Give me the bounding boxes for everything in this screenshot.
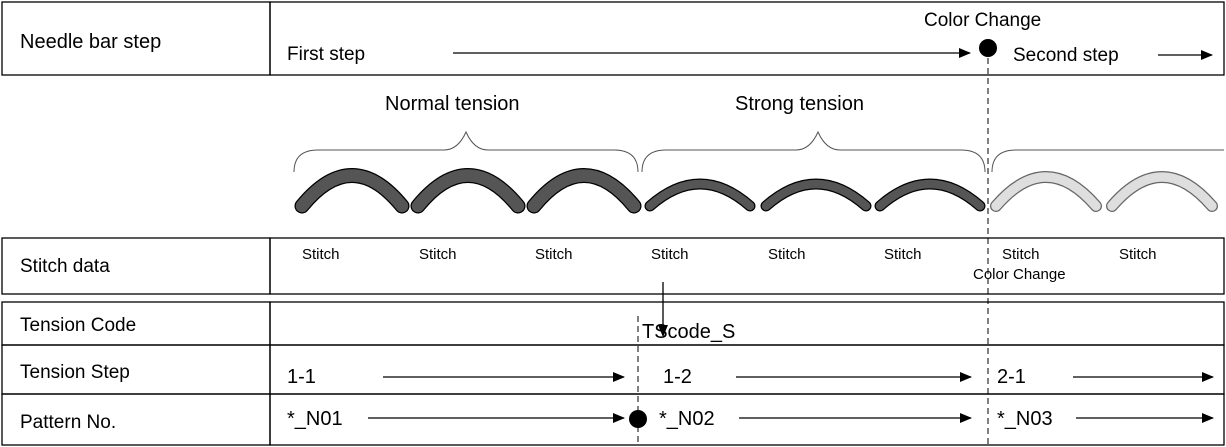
color-change-dot (979, 39, 997, 57)
tension-code-label: Tension Code (20, 315, 136, 336)
stitch-data-row: Stitch data Stitch Stitch Stitch Stitch … (1, 237, 1225, 295)
tension-step-1: 1-1 (287, 366, 316, 388)
tension-table: Tension Code TScode_S Tension Step 1-1 1… (1, 301, 1225, 446)
needle-bar-step-label: Needle bar step (20, 31, 161, 53)
needle-bar-step-content-cell (269, 1, 1225, 76)
stitch-item: Stitch (419, 246, 457, 263)
color-change-label: Color Change (924, 10, 1041, 31)
stitch-color-change-label: Color Change (973, 266, 1066, 283)
first-step-label: First step (287, 44, 365, 65)
normal-tension-brace (293, 130, 639, 173)
stitch-item: Stitch (1119, 246, 1157, 263)
pattern-no-2: *_N02 (659, 408, 715, 430)
stitch-arcs (294, 168, 1218, 214)
stitch-item: Stitch (1002, 246, 1040, 263)
tension-step-label: Tension Step (20, 362, 130, 383)
tension-step-2: 1-2 (663, 366, 692, 388)
stitch-data-content-cell (269, 237, 1225, 295)
pattern-no-3: *_N03 (997, 408, 1053, 430)
stitch-item: Stitch (651, 246, 689, 263)
pattern-no-1: *_N01 (287, 408, 343, 430)
stitch-item: Stitch (535, 246, 573, 263)
second-step-brace (991, 149, 1224, 173)
stitch-item: Stitch (768, 246, 806, 263)
pattern-no-label: Pattern No. (20, 412, 116, 433)
stitch-item: Stitch (884, 246, 922, 263)
tension-step-3: 2-1 (997, 366, 1026, 388)
strong-tension-label: Strong tension (735, 93, 864, 115)
needle-bar-step-row: Needle bar step First step Color Change … (1, 1, 1225, 76)
stitch-data-label: Stitch data (20, 256, 110, 277)
stitch-item: Stitch (302, 246, 340, 263)
normal-tension-label: Normal tension (385, 93, 520, 115)
strong-tension-brace (641, 130, 986, 173)
second-step-label: Second step (1013, 45, 1119, 66)
tension-code-value: TScode_S (642, 321, 735, 343)
